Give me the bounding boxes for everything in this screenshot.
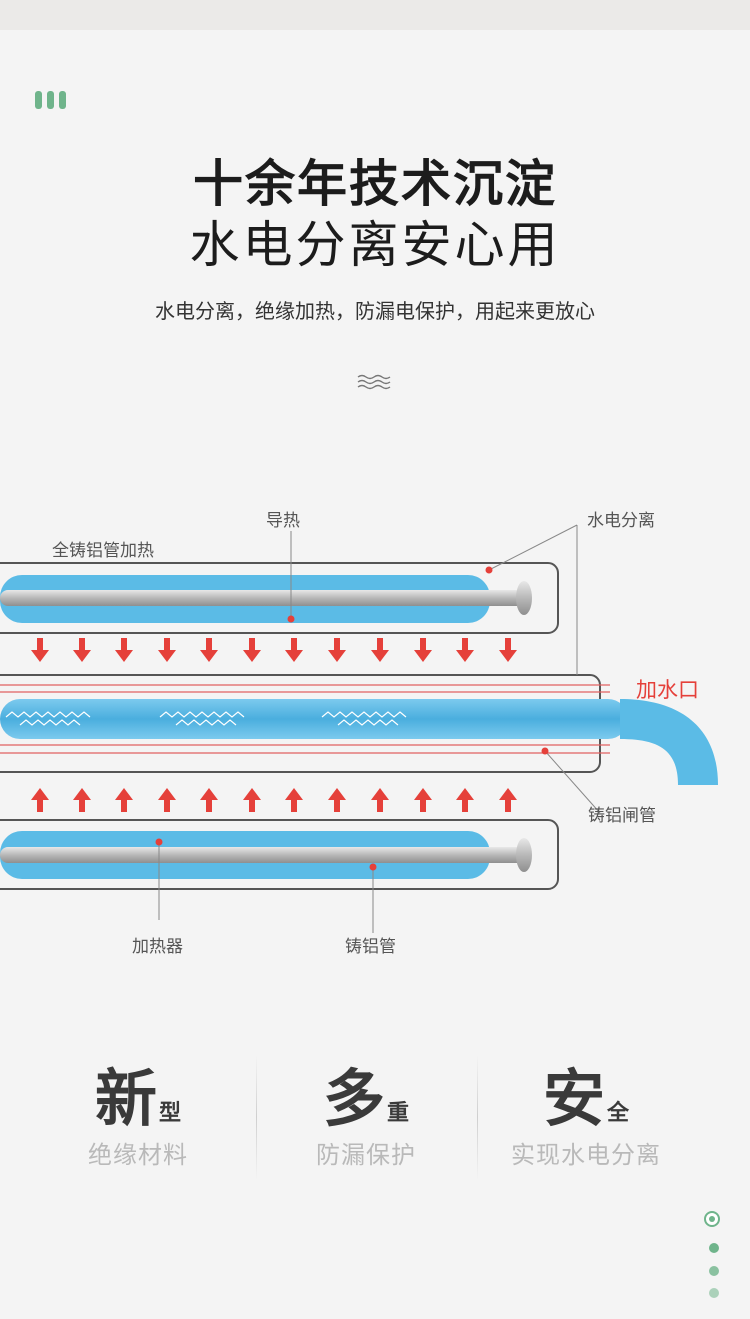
label-separation: 水电分离 [587, 511, 655, 531]
title-line-2: 水电分离安心用 [189, 216, 561, 274]
feature-big-char: 新 [94, 1062, 157, 1135]
up-arrows [31, 788, 517, 812]
feature-new: 新型 绝缘材料 [28, 1055, 248, 1185]
bottom-heater [0, 819, 559, 890]
heating-diagram: 全铸铝管加热 导热 水电分离 加水口 铸铝闸管 加热器 铸铝管 [0, 511, 718, 957]
features-row: 新型 绝缘材料 多重 防漏保护 安全 实现水电分离 [0, 1055, 750, 1185]
leader-lines [158, 524, 601, 933]
feature-multi: 多重 防漏保护 [256, 1055, 476, 1185]
feature-divider [256, 1055, 257, 1180]
label-full-cast: 全铸铝管加热 [52, 541, 154, 561]
label-gate-pipe: 铸铝闸管 [588, 806, 656, 826]
feature-small-char: 重 [387, 1100, 410, 1126]
title-line-1: 十余年技术沉淀 [193, 155, 557, 213]
pager-dot[interactable] [709, 1266, 719, 1276]
water-pipe [0, 674, 718, 785]
pager-dot[interactable] [709, 1243, 719, 1253]
feature-small-char: 型 [159, 1100, 182, 1126]
feature-big-char: 多 [322, 1062, 385, 1135]
wave-icon [357, 374, 391, 390]
subtitle: 水电分离，绝缘加热，防漏电保护，用起来更放心 [155, 299, 595, 323]
down-arrows [31, 638, 517, 662]
label-cast-pipe: 铸铝管 [345, 937, 396, 957]
pager-dot[interactable] [709, 1288, 719, 1298]
label-conduct: 导热 [266, 511, 300, 531]
top-strip [0, 0, 750, 30]
feature-caption: 绝缘材料 [88, 1141, 188, 1169]
leader-dots [155, 566, 549, 871]
feature-safe: 安全 实现水电分离 [476, 1055, 696, 1185]
label-inlet: 加水口 [636, 678, 699, 702]
menu-bars-icon[interactable] [35, 91, 69, 109]
feature-big-char: 安 [542, 1062, 605, 1135]
pager-dot-active[interactable] [704, 1211, 720, 1227]
feature-caption: 防漏保护 [316, 1141, 416, 1169]
feature-divider [477, 1055, 478, 1180]
top-heater [0, 562, 559, 634]
feature-small-char: 全 [607, 1100, 630, 1126]
feature-caption: 实现水电分离 [511, 1141, 661, 1169]
page-indicator [703, 1210, 725, 1302]
label-heater: 加热器 [132, 937, 183, 957]
